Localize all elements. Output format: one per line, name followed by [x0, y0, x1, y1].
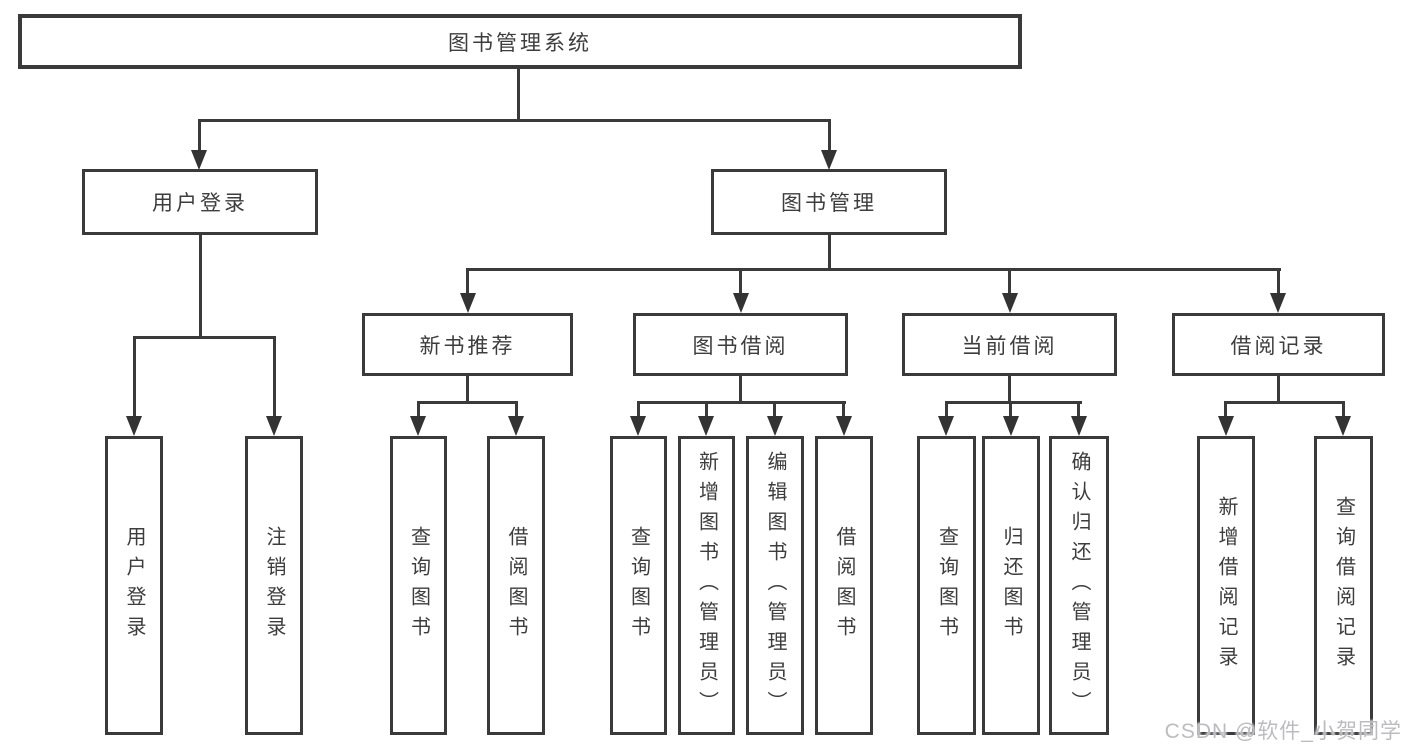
connector-line: [945, 401, 948, 417]
arrow-down-icon: [1071, 416, 1087, 436]
node-leaf-query-borrow-record-label: 查询借阅记录: [1332, 495, 1355, 676]
connector-line: [198, 119, 831, 122]
node-leaf-add-borrow-record-label: 新增借阅记录: [1215, 495, 1237, 676]
arrow-down-icon: [938, 416, 954, 436]
connector-line: [133, 336, 276, 339]
connector-line: [466, 268, 469, 294]
node-library-system-label: 图书管理系统: [448, 31, 592, 55]
node-leaf-query-books-current: 查询图书: [917, 436, 976, 735]
connector-line: [133, 336, 136, 417]
node-leaf-borrow-book: 借阅图书: [815, 436, 873, 735]
node-leaf-borrow-book-label: 借阅图书: [833, 525, 855, 646]
node-book-borrow: 图书借阅: [633, 313, 848, 376]
node-borrow-record-label: 借阅记录: [1230, 334, 1327, 358]
connector-line: [417, 401, 518, 404]
connector-line: [842, 401, 845, 417]
connector-line: [637, 401, 846, 404]
connector-line: [1277, 268, 1280, 294]
arrow-down-icon: [1003, 416, 1019, 436]
arrow-down-icon: [508, 416, 524, 436]
node-current-borrow-label: 当前借阅: [961, 334, 1058, 358]
node-leaf-logout-label: 注销登录: [263, 525, 285, 646]
arrow-down-icon: [191, 150, 207, 170]
node-leaf-add-borrow-record: 新增借阅记录: [1197, 436, 1255, 735]
arrow-down-icon: [767, 416, 783, 436]
node-leaf-query-books-current-label: 查询图书: [935, 525, 958, 646]
node-user-login-label: 用户登录: [152, 192, 248, 215]
connector-line: [828, 235, 831, 270]
node-leaf-confirm-return-admin: 确认归还（管理员）: [1049, 436, 1109, 735]
arrow-down-icon: [1218, 416, 1234, 436]
arrow-down-icon: [460, 293, 476, 313]
connector-line: [417, 401, 420, 417]
node-leaf-user-login-label: 用户登录: [123, 525, 145, 646]
node-leaf-query-borrow-record: 查询借阅记录: [1314, 436, 1373, 735]
connector-line: [1224, 401, 1345, 404]
node-leaf-user-login: 用户登录: [105, 436, 163, 735]
arrow-down-icon: [410, 416, 426, 436]
node-leaf-add-book-admin: 新增图书（管理员）: [678, 436, 735, 735]
arrow-down-icon: [733, 293, 749, 313]
node-leaf-query-books-borrow-label: 查询图书: [627, 525, 650, 646]
node-leaf-edit-book-admin: 编辑图书（管理员）: [746, 436, 804, 735]
node-leaf-return-book-label: 归还图书: [1000, 525, 1022, 646]
arrow-down-icon: [836, 416, 852, 436]
node-current-borrow: 当前借阅: [902, 313, 1117, 376]
connector-line: [1277, 376, 1280, 403]
connector-line: [945, 401, 1082, 404]
node-library-system: 图书管理系统: [18, 14, 1022, 69]
connector-line: [1009, 401, 1012, 417]
connector-line: [739, 376, 742, 403]
connector-line: [637, 401, 640, 417]
connector-line: [517, 69, 520, 120]
node-book-management: 图书管理: [711, 169, 947, 235]
arrow-down-icon: [126, 416, 142, 436]
arrow-down-icon: [1002, 293, 1018, 313]
node-leaf-edit-book-admin-label: 编辑图书（管理员）: [764, 450, 786, 721]
connector-line: [773, 401, 776, 417]
connector-line: [1008, 268, 1011, 294]
node-leaf-query-books-recommend-label: 查询图书: [407, 525, 430, 646]
connector-line: [705, 401, 708, 417]
arrow-down-icon: [1270, 293, 1286, 313]
node-leaf-query-books-recommend: 查询图书: [390, 436, 447, 735]
connector-line: [273, 336, 276, 417]
arrow-down-icon: [698, 416, 714, 436]
connector-line: [466, 268, 1281, 271]
csdn-watermark: CSDN @软件_小贺同学: [1164, 720, 1402, 743]
node-leaf-add-book-admin-label: 新增图书（管理员）: [695, 450, 718, 721]
node-leaf-borrow-books-recommend-label: 借阅图书: [505, 525, 527, 646]
node-leaf-return-book: 归还图书: [982, 436, 1040, 735]
connector-line: [1008, 376, 1011, 403]
node-borrow-record: 借阅记录: [1172, 313, 1385, 376]
node-leaf-query-books-borrow: 查询图书: [610, 436, 667, 735]
node-leaf-borrow-books-recommend: 借阅图书: [487, 436, 545, 735]
node-book-borrow-label: 图书借阅: [692, 334, 789, 358]
connector-line: [515, 401, 518, 417]
arrow-down-icon: [266, 416, 282, 436]
connector-line: [828, 119, 831, 152]
connector-line: [199, 235, 202, 338]
node-new-book-recommend-label: 新书推荐: [419, 334, 516, 358]
connector-line: [739, 268, 742, 294]
node-leaf-logout: 注销登录: [245, 436, 303, 735]
arrow-down-icon: [630, 416, 646, 436]
connector-line: [1077, 401, 1080, 417]
connector-line: [466, 376, 469, 403]
connector-line: [1342, 401, 1345, 417]
node-new-book-recommend: 新书推荐: [362, 313, 573, 376]
arrow-down-icon: [821, 150, 837, 170]
connector-line: [1224, 401, 1227, 417]
connector-line: [198, 119, 201, 152]
node-leaf-confirm-return-admin-label: 确认归还（管理员）: [1068, 450, 1090, 721]
arrow-down-icon: [1335, 416, 1351, 436]
node-book-management-label: 图书管理: [781, 192, 877, 215]
node-user-login: 用户登录: [82, 169, 318, 235]
